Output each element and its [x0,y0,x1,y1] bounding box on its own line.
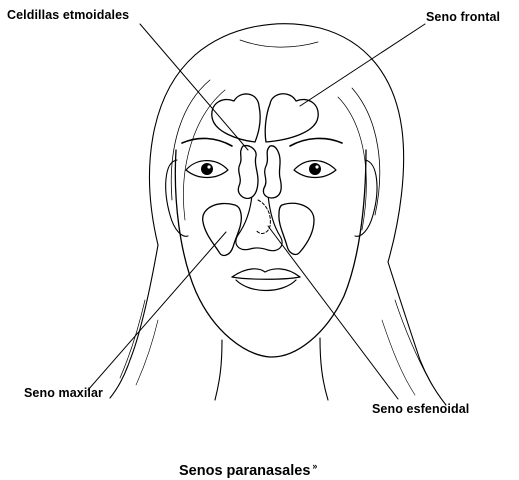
nose [236,195,282,251]
label-ethmoid-cells: Celdillas etmoidales [7,8,129,22]
leader-maxillary [88,232,226,390]
leader-ethmoid [140,24,248,150]
caption-text: Senos paranasales [179,463,310,479]
hair [110,24,446,405]
neck [215,338,328,400]
caption-mark: » [312,461,317,471]
right-eye [294,161,336,178]
left-eyebrow [182,138,232,146]
label-maxillary-sinus: Seno maxilar [24,386,103,400]
figure-caption: Senos paranasales» [179,461,317,479]
ethmoid-cells-right [263,146,281,198]
label-sphenoid-sinus: Seno esfenoidal [372,402,469,416]
leader-frontal [300,24,425,106]
right-eyebrow [290,138,342,146]
mouth [232,269,300,291]
ethmoid-cells [238,146,258,199]
label-frontal-sinus: Seno frontal [426,10,500,24]
frontal-sinuses [212,94,318,142]
sphenoid-sinus [256,200,270,233]
left-eye [186,161,228,178]
leader-sphenoid [268,226,398,399]
